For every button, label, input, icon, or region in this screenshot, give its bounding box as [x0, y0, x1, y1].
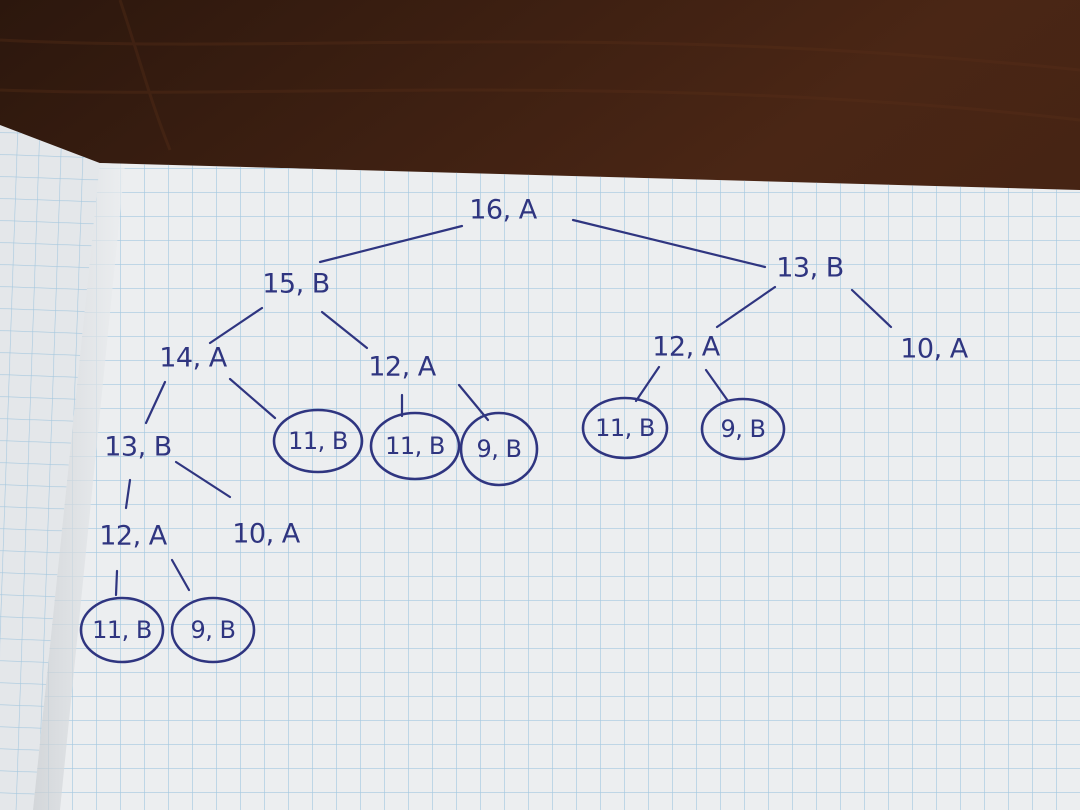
grid-lines — [33, 163, 1080, 810]
tree-edge — [571, 218, 767, 269]
tree-edge — [320, 310, 369, 350]
circled-leaf-node: 11, B — [79, 596, 165, 664]
node-label: 9, B — [477, 435, 522, 463]
node-label: 11, B — [385, 432, 445, 460]
tree-edge — [318, 224, 464, 264]
circled-leaf-node: 11, B — [369, 411, 461, 481]
node-label: 16, A — [469, 195, 538, 226]
tree-edge — [228, 377, 277, 420]
node-circle — [272, 408, 364, 474]
tree-edge — [850, 288, 893, 329]
tree-edge — [174, 460, 232, 499]
node-label: 10, A — [232, 519, 301, 550]
tree-node: 12, A — [652, 332, 721, 363]
node-circle — [581, 396, 669, 460]
node-label: 11, B — [92, 616, 152, 644]
node-circle — [170, 596, 256, 664]
tree-edges — [114, 218, 893, 597]
circled-leaf-node: 11, B — [581, 396, 669, 460]
tree-node: 12, A — [99, 521, 168, 552]
page-spine-shadow — [33, 163, 125, 810]
node-label: 10, A — [900, 334, 969, 365]
node-circle — [79, 596, 165, 664]
tree-edge — [144, 380, 167, 425]
tree-edge — [114, 569, 119, 597]
circled-leaf-node: 9, B — [170, 596, 256, 664]
node-circle — [459, 411, 539, 487]
tree-node: 15, B — [262, 269, 330, 300]
node-circle — [369, 411, 461, 481]
tree-edge — [124, 478, 132, 510]
tree-node: 13, B — [776, 253, 844, 284]
tree-node: 10, A — [900, 334, 969, 365]
node-label: 12, A — [99, 521, 168, 552]
tree-edge — [208, 306, 264, 345]
tree-node: 12, A — [368, 352, 437, 383]
node-label: 9, B — [191, 616, 236, 644]
node-label: 9, B — [721, 415, 766, 443]
node-label: 11, B — [288, 427, 348, 455]
node-label: 12, A — [652, 332, 721, 363]
node-circle — [700, 397, 786, 461]
node-label: 15, B — [262, 269, 330, 300]
circled-leaf-node: 11, B — [272, 408, 364, 474]
node-label: 13, B — [104, 432, 172, 463]
wood-grain — [0, 0, 1080, 151]
circled-leaf-node: 9, B — [459, 411, 539, 487]
tree-edge — [704, 368, 730, 403]
tree-edge — [715, 285, 777, 329]
circled-leaf-node: 9, B — [700, 397, 786, 461]
tree-edge — [634, 365, 661, 403]
tree-edge — [457, 383, 490, 422]
node-label: 12, A — [368, 352, 437, 383]
tree-node: 16, A — [469, 195, 538, 226]
node-label: 11, B — [595, 414, 655, 442]
node-label: 13, B — [776, 253, 844, 284]
tree-node: 13, B — [104, 432, 172, 463]
tree-nodes: 16, A 15, B 13, B 14, A 12, A 12, A 10, A 13, B… — [79, 195, 969, 664]
node-label: 14, A — [159, 343, 228, 374]
tree-node: 14, A — [159, 343, 228, 374]
tree-edge — [170, 558, 191, 592]
tree-node: 10, A — [232, 519, 301, 550]
